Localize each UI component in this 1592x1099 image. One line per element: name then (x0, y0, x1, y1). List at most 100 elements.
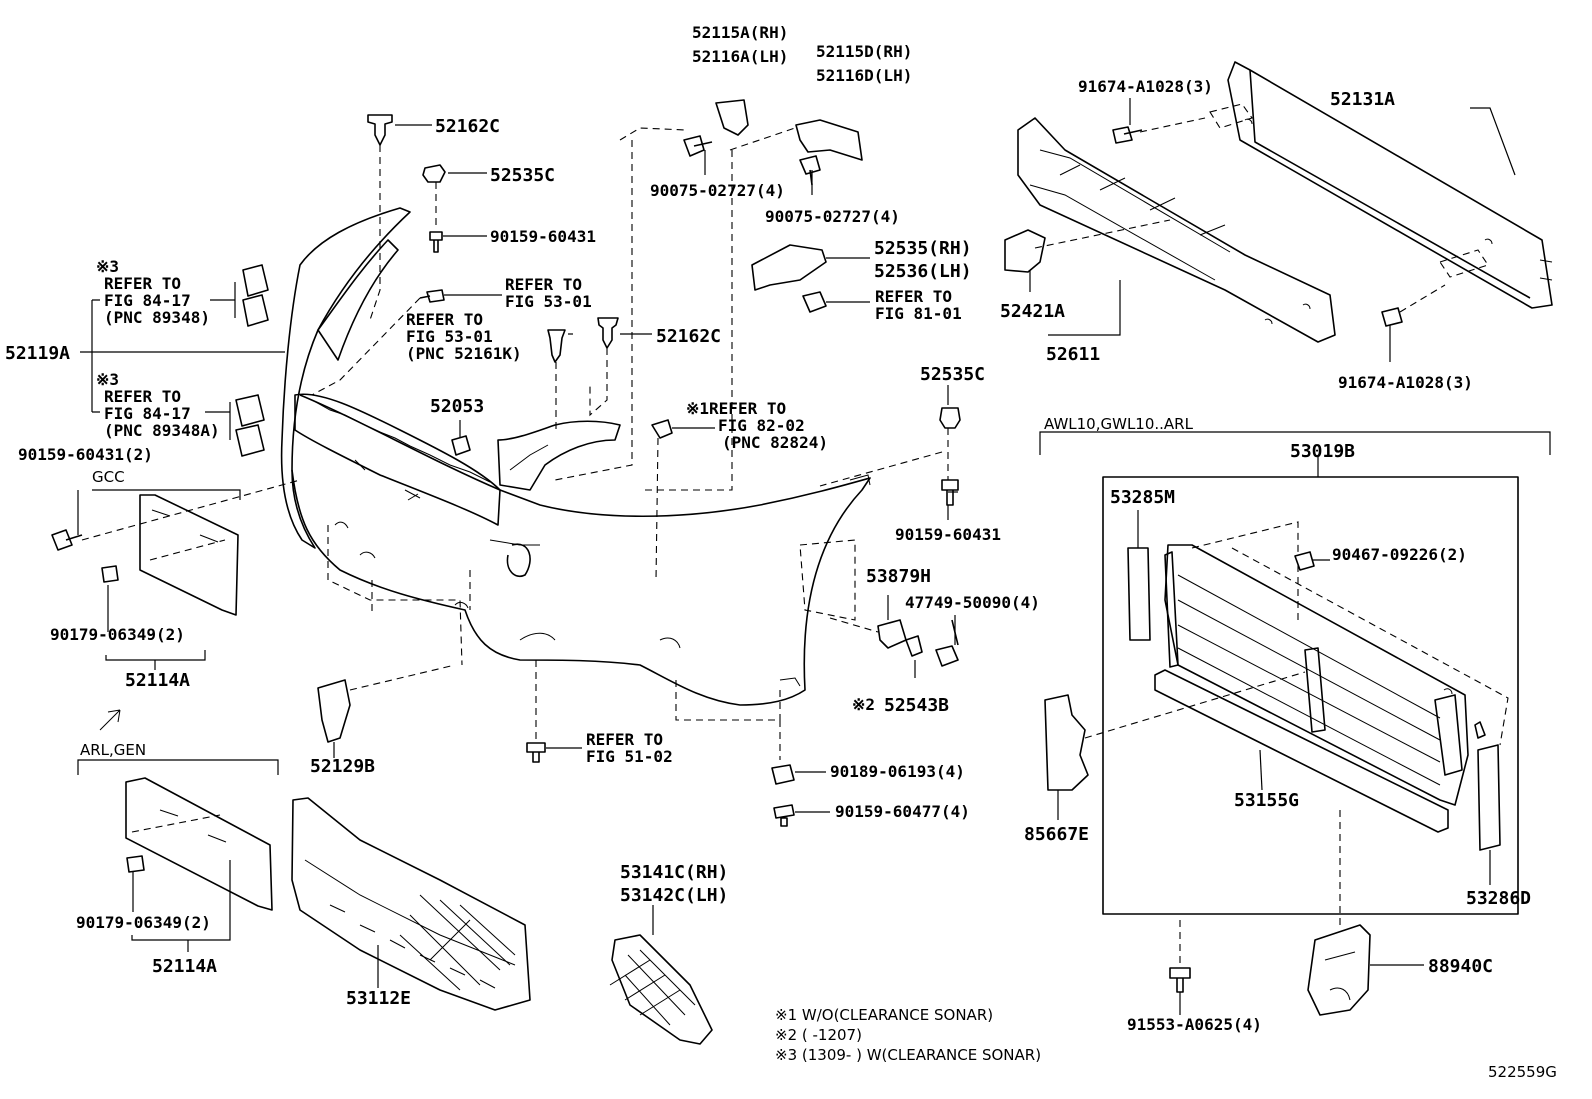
label-91674-bot: 91674-A1028(3) (1338, 373, 1473, 392)
label-53112e: 53112E (346, 988, 411, 1009)
clip-52535c-mid-icon (939, 407, 961, 429)
pad-52421a-icon (1004, 229, 1046, 273)
footnote-2: ※2 ( -1207) (775, 1026, 862, 1044)
label-note2: ※2 (852, 695, 875, 714)
label-52535c-mid: 52535C (920, 364, 985, 385)
label-90467: 90467-09226(2) (1332, 545, 1467, 564)
label-90159-2: 90159-60431(2) (18, 445, 153, 464)
label-52162c-mid: 52162C (656, 326, 721, 347)
footnote-3: ※3 (1309- ) W(CLEARANCE SONAR) (775, 1046, 1041, 1064)
label-ref53a-line2: FIG 53-01 (505, 292, 592, 311)
footnote-1: ※1 W/O(CLEARANCE SONAR) (775, 1006, 993, 1024)
label-52543b: 52543B (884, 695, 949, 716)
label-ref53a-line1: REFER TO (505, 275, 582, 294)
duct-88940c-drawing (1307, 924, 1371, 1016)
label-52536-lh: 52536(LH) (874, 261, 972, 282)
label-ref84b-line3: (PNC 89348A) (104, 421, 220, 440)
grille-53112e-drawing (291, 797, 531, 1011)
label-ref82-line2: FIG 82-02 (718, 416, 805, 435)
label-awl-header: AWL10,GWL10..ARL (1044, 415, 1194, 433)
label-52535c-top: 52535C (490, 165, 555, 186)
label-85667e: 85667E (1024, 824, 1089, 845)
clip-52543b-icon (905, 635, 923, 657)
label-52053: 52053 (430, 396, 484, 417)
label-ref84b-line1: REFER TO (104, 387, 181, 406)
label-52114a-b: 52114A (152, 956, 217, 977)
label-ref84a-line2: FIG 84-17 (104, 291, 191, 310)
label-53285m: 53285M (1110, 487, 1175, 508)
sensor-ref82-icon (651, 419, 673, 439)
dashed-guide-lines (81, 117, 1509, 965)
label-52115d: 52115D(RH) (816, 42, 912, 61)
label-ref81-line2: FIG 81-01 (875, 304, 962, 323)
bolt-91674-bot-icon (1381, 307, 1403, 327)
label-ref51-line1: REFER TO (586, 730, 663, 749)
label-ref84a-line1: REFER TO (104, 274, 181, 293)
label-52535-rh: 52535(RH) (874, 238, 972, 259)
sensor-89348a-icon (235, 394, 265, 457)
label-90075-a: 90075-02727(4) (650, 181, 785, 200)
screw-90159-mid-icon (941, 479, 959, 506)
label-note3-a: ※3 (96, 257, 119, 276)
label-ref53b-line2: FIG 53-01 (406, 327, 493, 346)
label-ref84a-line3: (PNC 89348) (104, 308, 210, 327)
clip-90189-icon (771, 764, 795, 785)
labels: 52115A(RH) 52116A(LH) 52115D(RH) 52116D(… (5, 23, 1557, 1081)
bracket-53879h-icon (877, 619, 907, 649)
label-91674-top: 91674-A1028(3) (1078, 77, 1213, 96)
label-52421a: 52421A (1000, 301, 1065, 322)
absorber-52611-drawing (1017, 117, 1336, 343)
label-52114a-a: 52114A (125, 670, 190, 691)
label-ref84b-line2: FIG 84-17 (104, 404, 191, 423)
label-52116d: 52116D(LH) (816, 66, 912, 85)
label-note3-b: ※3 (96, 370, 119, 389)
label-90159-top: 90159-60431 (490, 227, 596, 246)
clip-52162c-mid-icon (597, 317, 619, 349)
label-53155g: 53155G (1234, 790, 1299, 811)
clip-52535c-top-icon (422, 164, 446, 183)
label-90189: 90189-06193(4) (830, 762, 965, 781)
bracket-52115d-icon (795, 119, 863, 161)
label-ref53b-line1: REFER TO (406, 310, 483, 329)
bracket-85667e-drawing (1044, 694, 1089, 791)
label-ref53b-line3: (PNC 52161K) (406, 344, 522, 363)
label-53019b: 53019B (1290, 441, 1355, 462)
bumper-cover-drawing (280, 207, 871, 706)
sensor-89348-icon (242, 264, 269, 327)
label-53286d: 53286D (1466, 888, 1531, 909)
label-ref81-line1: REFER TO (875, 287, 952, 306)
label-arl-header: ARL,GEN (80, 741, 146, 759)
screw-90159-477-icon (773, 804, 795, 827)
license-bracket-arl-drawing (125, 777, 273, 911)
label-90179-a: 90179-06349(2) (50, 625, 185, 644)
nut-90179-a-icon (101, 565, 119, 583)
seal-53286d-drawing (1477, 744, 1501, 851)
screw-ref53-icon (419, 289, 445, 303)
leader-lines (77, 98, 1551, 1015)
label-52611: 52611 (1046, 344, 1100, 365)
label-52131a: 52131A (1330, 89, 1395, 110)
clip-ref53b-icon (547, 329, 566, 363)
label-52116a: 52116A(LH) (692, 47, 788, 66)
label-53141c: 53141C(RH) (620, 862, 728, 883)
label-47749: 47749-50090(4) (905, 593, 1040, 612)
label-gcc: GCC (92, 468, 125, 486)
clip-52162c-top-icon (367, 114, 393, 146)
bolt-90159-2-icon (51, 529, 83, 551)
label-91553: 91553-A0625(4) (1127, 1015, 1262, 1034)
bracket-52115a-icon (715, 99, 749, 136)
screw-90159-top-icon (429, 231, 443, 253)
bolt-ref81-icon (802, 291, 827, 313)
label-52129b: 52129B (310, 756, 375, 777)
seal-53285m-drawing (1127, 547, 1151, 641)
screw-90075-b-icon (799, 155, 821, 186)
label-ref51-line2: FIG 51-02 (586, 747, 673, 766)
label-53879h: 53879H (866, 566, 931, 587)
label-ref82-line3: (PNC 82824) (722, 433, 828, 452)
label-ref82-line1: ※1REFER TO (686, 399, 786, 418)
label-53142c: 53142C(LH) (620, 885, 728, 906)
shutter-53019b-drawing (1102, 476, 1519, 915)
diagram-id: 522559G (1488, 1063, 1557, 1081)
screw-90075-a-icon (683, 135, 713, 157)
